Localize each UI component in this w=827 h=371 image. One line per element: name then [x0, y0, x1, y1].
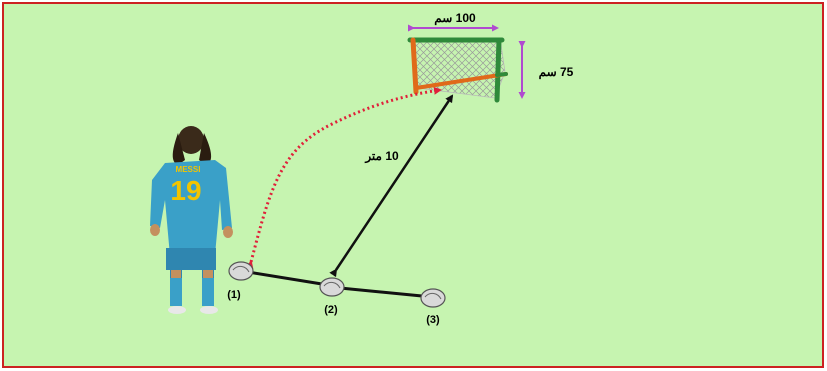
ball-2: [319, 277, 345, 297]
distance-label: 10 متر: [364, 149, 399, 164]
goal-right-post: [494, 37, 502, 103]
goal-back-bar: [495, 72, 508, 77]
ball-3-label: (3): [426, 314, 440, 326]
goal-height-label: 75 سم: [539, 65, 574, 80]
player-jersey: [150, 160, 232, 256]
goal-net: [412, 37, 506, 99]
pass-line-2-3: [339, 286, 423, 298]
goal-width-label: 100 سم: [434, 11, 476, 26]
ball-2-label: (2): [324, 304, 338, 316]
ball-1: [228, 261, 254, 281]
goal: [407, 37, 508, 103]
player-name: MESSI: [176, 165, 201, 174]
player-number: 19: [170, 175, 201, 206]
ball-3: [420, 288, 446, 308]
ball-1-label: (1): [227, 289, 241, 301]
goal-left-post: [410, 37, 419, 95]
player: [150, 126, 233, 314]
goal-base-bar: [414, 72, 508, 90]
pass-line-1-2: [247, 270, 329, 287]
